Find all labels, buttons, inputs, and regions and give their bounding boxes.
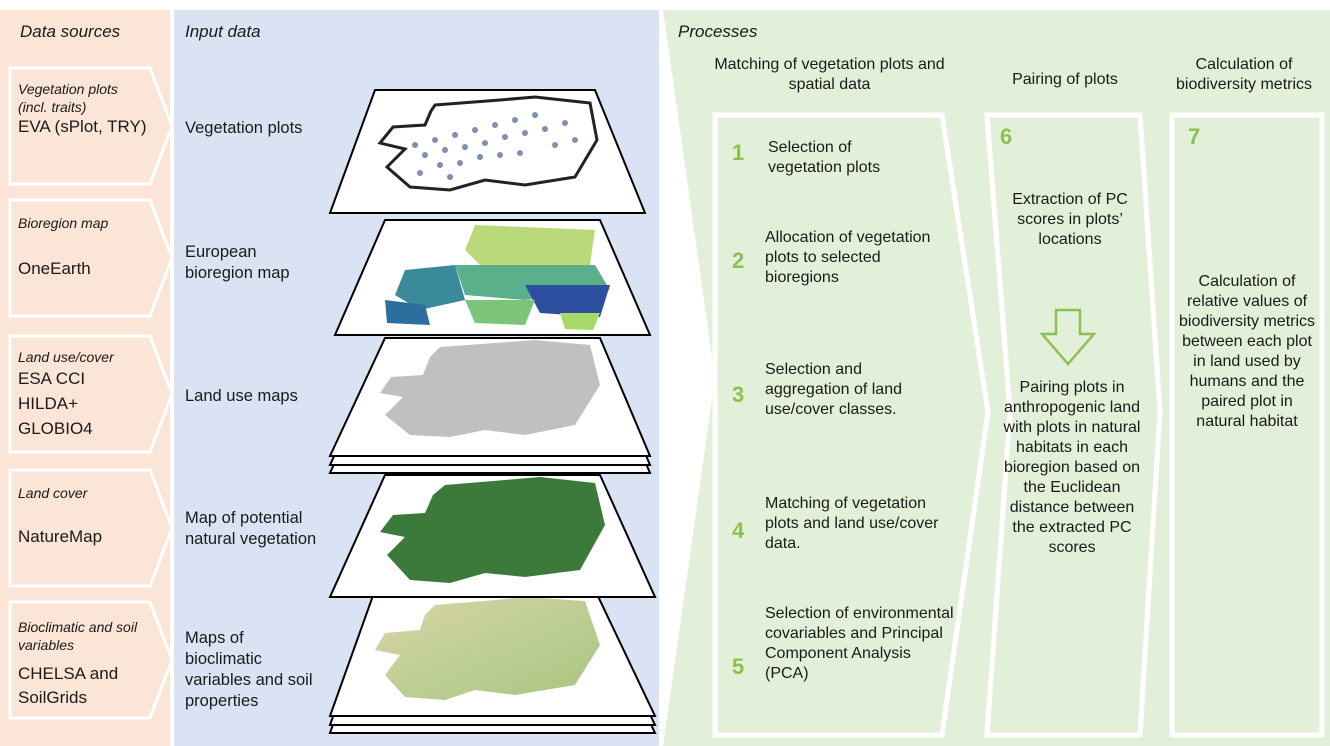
step-5-number: 5: [732, 654, 745, 679]
source-chevron-3: [8, 334, 174, 454]
source-label: Land cover: [18, 485, 88, 501]
source-label: Vegetation plots (incl. traits): [18, 81, 118, 115]
source-name: EVA (sPlot, TRY): [18, 117, 147, 136]
pairing-column-title: Pairing of plots: [1012, 71, 1118, 88]
processes-header: Processes: [678, 22, 758, 41]
input-label-bioclimatic: Maps of bioclimatic variables and soil p…: [185, 629, 313, 710]
step-1-number: 1: [732, 140, 745, 165]
source-name: ESA CCI HILDA+ GLOBIO4: [18, 369, 93, 438]
calculation-box: [1169, 112, 1325, 738]
land-use-map-icon: [380, 340, 600, 437]
input-label-vegetation-plots: Vegetation plots: [185, 119, 303, 137]
input-data-header: Input data: [185, 22, 261, 41]
vegetation-plots-map-icon: [377, 95, 599, 192]
natural-vegetation-map-icon: [380, 477, 605, 583]
source-chevron-4: [8, 468, 174, 588]
pairing-main-text: Pairing plots in anthropogenic land with…: [1003, 379, 1141, 556]
step-1-text: Selection of vegetation plots: [768, 139, 881, 176]
step-2-number: 2: [732, 248, 745, 273]
step-5-text: Selection of environmental covariables a…: [765, 605, 954, 682]
natural-vegetation-map-layer: [328, 474, 657, 598]
calculation-text: Calculation of relative values of biodiv…: [1178, 273, 1316, 430]
step-2-text: Allocation of vegetation plots to select…: [765, 229, 931, 286]
step-6-number: 6: [1000, 124, 1013, 149]
source-chevron-1: [8, 66, 174, 186]
bioregion-map-icon: [560, 313, 600, 330]
step-4-text: Matching of vegetation plots and land us…: [765, 495, 939, 552]
step-7-number: 7: [1188, 124, 1201, 149]
source-chevron-2: [8, 198, 174, 318]
source-chevron-5: [8, 600, 174, 720]
source-bioclimatic: Bioclimatic and soil variables CHELSA an…: [18, 618, 138, 710]
sources-panel: [0, 10, 170, 746]
pairing-extraction-text: Extraction of PC scores in plots’ locati…: [1012, 191, 1128, 248]
bioclimatic-map-layer: [328, 589, 657, 734]
map-layer-stack: [328, 89, 657, 734]
source-bioregion-map: Bioregion map OneEarth: [18, 214, 148, 279]
source-name: OneEarth: [18, 259, 91, 278]
land-use-map-layer: [328, 337, 652, 474]
source-name: CHELSA and SoilGrids: [18, 664, 119, 707]
data-sources-header: Data sources: [20, 22, 121, 41]
source-label: Bioclimatic and soil variables: [18, 619, 138, 653]
down-arrow-icon: [1040, 308, 1096, 366]
source-label: Bioregion map: [18, 215, 109, 231]
matching-chevron: [712, 112, 991, 738]
pairing-chevron: [984, 112, 1163, 738]
vegetation-plots-map-layer: [328, 89, 647, 214]
step-3-number: 3: [732, 382, 745, 407]
source-land-use: Land use/cover ESA CCI HILDA+ GLOBIO4: [18, 348, 138, 441]
input-label-bioregion-map: European bioregion map: [185, 243, 290, 282]
bioregion-map-layer: [333, 219, 652, 336]
source-name: NatureMap: [18, 527, 103, 546]
calculation-column-title: Calculation of biodiversity metrics: [1175, 56, 1313, 93]
source-land-cover: Land cover NatureMap: [18, 484, 148, 547]
step-3-text: Selection and aggregation of land use/co…: [765, 361, 902, 418]
source-label: Land use/cover: [18, 349, 114, 365]
input-label-natural-vegetation: Map of potential natural vegetation: [185, 509, 317, 548]
process-panel: [663, 10, 1330, 746]
source-vegetation-plots: Vegetation plots (incl. traits) EVA (sPl…: [18, 80, 148, 137]
matching-column-title: Matching of vegetation plots and spatial…: [714, 56, 945, 93]
bioclimatic-map-icon: [375, 597, 600, 700]
input-label-land-use: Land use maps: [185, 387, 298, 405]
step-4-number: 4: [732, 518, 745, 543]
